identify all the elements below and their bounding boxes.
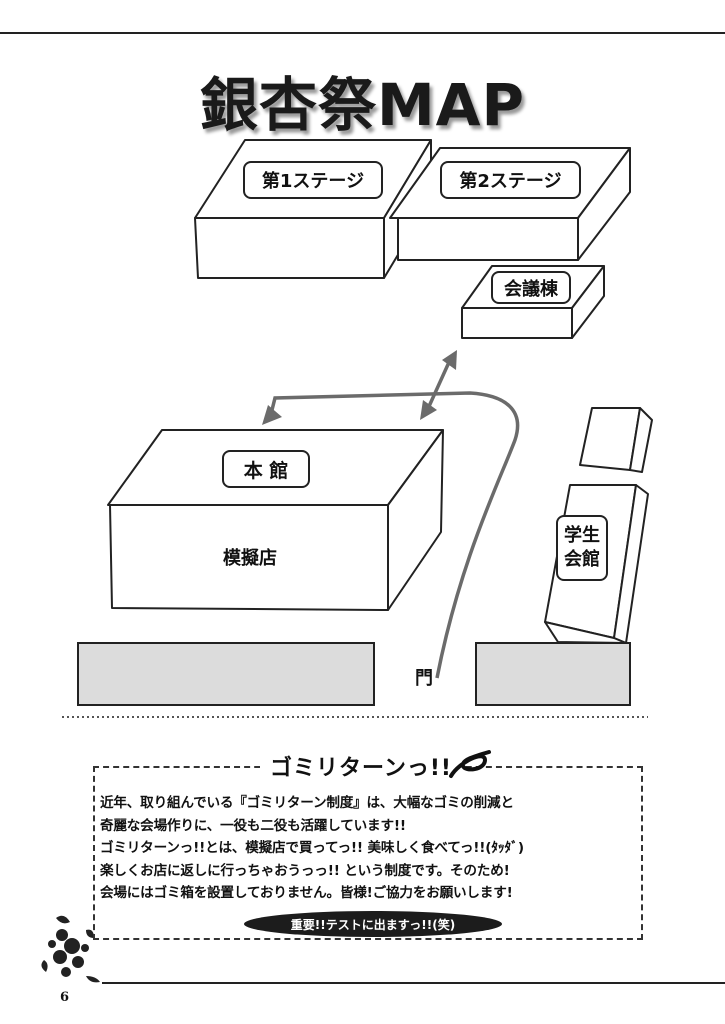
- arrowheads: [262, 350, 457, 425]
- floral-ornament: [41, 915, 100, 983]
- page-title: 銀杏祭MAP: [199, 71, 526, 139]
- main-building-label: 本 館: [222, 450, 310, 488]
- route-arrow: [268, 359, 520, 679]
- stage2-label: 第2ステージ: [440, 161, 581, 199]
- gate-label: 門: [415, 668, 433, 689]
- ground-right: [475, 642, 631, 706]
- student-hall-label-line2: 会館: [564, 549, 600, 570]
- page-number: 6: [60, 990, 70, 1005]
- notice-line: 会場にはゴミ箱を設置しておりません。皆様!ご協力をお願いします!: [100, 885, 513, 901]
- notice-line: 奇麗な会場作りに、一役も二役も活躍しています!!: [100, 817, 406, 834]
- student-hall-label: 学生 会館: [556, 515, 608, 581]
- notice-line: ゴミリターンっ!!とは、模擬店で買ってっ!! 美味しく食べてっ!!(ﾀｯﾀﾞ): [100, 840, 524, 856]
- notice-line: 楽しくお店に返しに行っちゃおうっっ!! という制度です。そのため!: [100, 862, 510, 879]
- notice-title: ゴミリターンっ!!: [260, 750, 462, 782]
- swirl-icon: [449, 750, 491, 778]
- ground-left: [77, 642, 375, 706]
- student-hall-annex: [579, 407, 653, 473]
- notice-body: 近年、取り組んでいる『ゴミリターン制度』は、大幅なゴミの削減と 奇麗な会場作りに…: [100, 792, 640, 905]
- stage1-label: 第1ステージ: [243, 161, 383, 199]
- mock-store-label: 模擬店: [223, 548, 277, 569]
- conference-label: 会議棟: [491, 271, 571, 304]
- important-pill: 重要!!テストに出ますっ!!(笑): [244, 911, 502, 937]
- student-hall-label-line1: 学生: [564, 525, 600, 546]
- notice-line: 近年、取り組んでいる『ゴミリターン制度』は、大幅なゴミの削減と: [100, 795, 514, 811]
